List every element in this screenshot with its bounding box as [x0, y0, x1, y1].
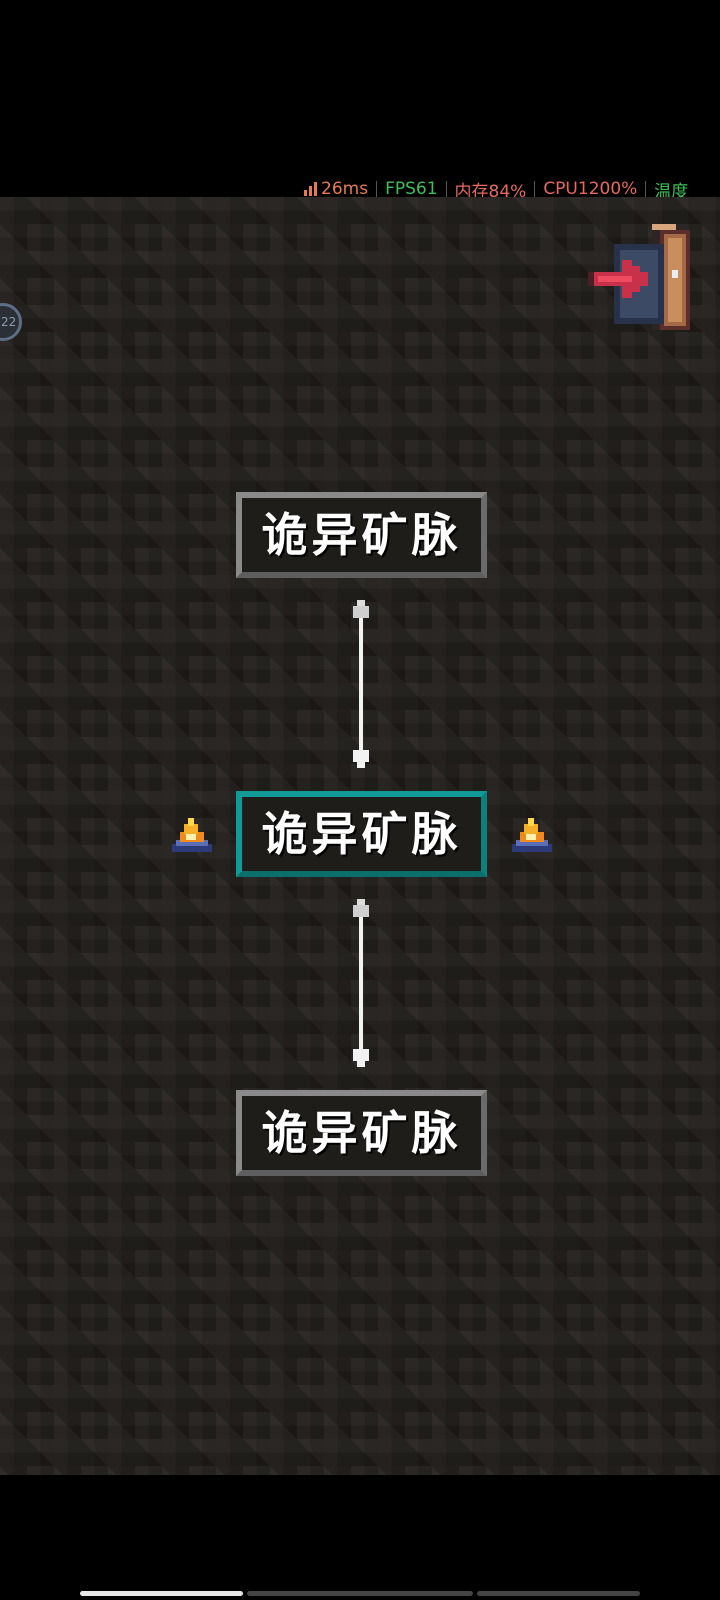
divider [445, 181, 447, 197]
home-indicator-segment [247, 1591, 473, 1596]
divider [376, 181, 378, 197]
exit-door-icon[interactable] [588, 220, 704, 336]
room-name: 诡异矿脉 [261, 807, 462, 861]
latency-indicator: 26ms [296, 179, 376, 199]
divider [534, 181, 536, 197]
map-room-current[interactable]: 诡异矿脉 [236, 791, 487, 877]
home-indicator-segment [477, 1591, 640, 1596]
home-indicator[interactable] [80, 1591, 243, 1596]
memory-value: 内存84% [454, 181, 527, 202]
signal-bars-icon [304, 182, 317, 196]
status-bar [0, 0, 720, 197]
performance-overlay: 26ms FPS61 内存84% CPU1200% 温度 [296, 178, 696, 202]
campfire-icon [172, 818, 212, 852]
room-name: 诡异矿脉 [261, 1106, 462, 1160]
room-name: 诡异矿脉 [261, 508, 462, 562]
fps-value: FPS61 [385, 179, 438, 199]
map-room[interactable]: 诡异矿脉 [236, 1090, 487, 1176]
campfire-icon [512, 818, 552, 852]
floating-assist-button[interactable]: 22 [0, 303, 22, 341]
assist-badge: 22 [1, 315, 17, 329]
divider [645, 181, 647, 197]
temperature-value: 温度 [654, 181, 689, 202]
latency-value: 26ms [321, 179, 369, 199]
room-connector-arrow [353, 600, 369, 768]
navigation-bar [0, 1475, 720, 1600]
cpu-value: CPU1200% [543, 179, 638, 199]
room-connector-arrow [353, 899, 369, 1067]
map-room[interactable]: 诡异矿脉 [236, 492, 487, 578]
